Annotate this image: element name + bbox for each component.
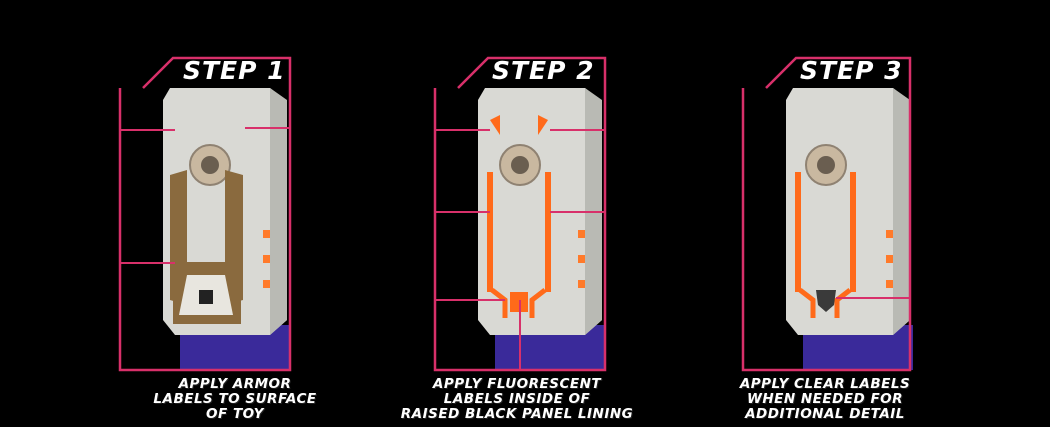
caption-line: ADDITIONAL DETAIL [745,406,905,422]
caption-line: APPLY ARMOR [178,376,292,392]
step-title: STEP 2 [492,56,595,85]
step-3-illustration [741,56,913,372]
clear-label-emblem [816,290,836,312]
step-caption: APPLY FLUORESCENT LABELS INSIDE OF RAISE… [352,377,682,422]
step-3-frame [741,56,912,372]
caption-line: LABELS TO SURFACE [153,391,317,407]
step-title: STEP 1 [183,56,286,85]
caption-line: RAISED BLACK PANEL LINING [400,406,634,422]
caption-line: LABELS INSIDE OF [443,391,591,407]
step-caption: APPLY ARMOR LABELS TO SURFACE OF TOY [70,377,400,422]
caption-line: APPLY CLEAR LABELS [739,376,911,392]
caption-line: WHEN NEEDED FOR [746,391,904,407]
step-3-panel: STEP 3 APPLY CLEAR LABELS WHEN NEEDED FO… [738,0,998,427]
fluorescent-label [850,172,856,292]
step-1-illustration [118,56,292,372]
step-1-panel: STEP 1 APPLY ARMOR LABELS TO SURFACE OF … [115,0,375,427]
step-2-panel: STEP 2 APPLY FLUORESCENT LABELS INSIDE O… [401,0,690,427]
caption-line: OF TOY [206,406,264,422]
step-title: STEP 3 [800,56,903,85]
step-caption: APPLY CLEAR LABELS WHEN NEEDED FOR ADDIT… [660,377,990,422]
step-1-frame [118,56,292,372]
fluorescent-label [487,172,493,292]
fluorescent-label [545,172,551,292]
step-2-frame [433,56,607,372]
fluorescent-label [795,172,801,292]
step-2-illustration [433,56,607,372]
caption-line: APPLY FLUORESCENT [432,376,602,392]
